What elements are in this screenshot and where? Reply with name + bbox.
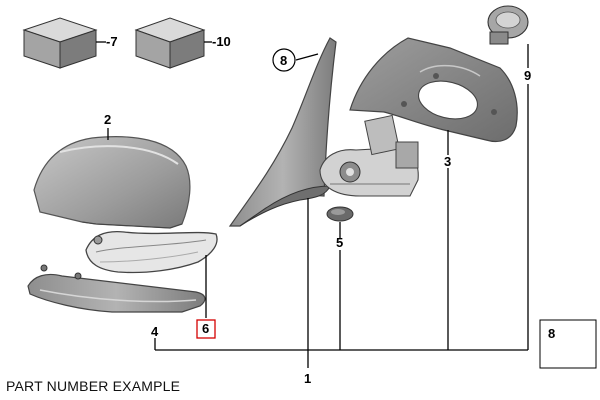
callout-9: 9	[524, 68, 531, 83]
callout-2: 2	[104, 112, 111, 127]
callout-4: 4	[151, 324, 159, 339]
part-4-lower-trim	[27, 264, 206, 313]
leader-lines	[96, 41, 529, 368]
callout-10: -10	[212, 34, 231, 49]
part-5-round-cap	[326, 206, 354, 222]
part-10-kit-box	[134, 17, 206, 69]
callout-7: -7	[106, 34, 118, 49]
callout-6-highlight-box	[196, 319, 216, 339]
part-6-turn-signal	[85, 230, 218, 274]
part-9-actuator	[487, 5, 529, 45]
callout-8-circled: 8	[280, 53, 287, 68]
callout-8-box	[539, 319, 597, 369]
callout-1: 1	[304, 371, 311, 386]
callout-5: 5	[336, 235, 343, 250]
callout-8-circle	[272, 48, 296, 72]
part-2-mirror-cap	[33, 136, 191, 229]
callout-6: 6	[202, 321, 209, 336]
part-7-kit-box	[22, 17, 98, 69]
caption: PART NUMBER EXAMPLE	[6, 378, 181, 394]
callout-3: 3	[444, 154, 451, 169]
part-1-mirror-arm	[228, 37, 337, 227]
mirror-motor-assembly	[319, 114, 419, 197]
callout-8-boxed: 8	[548, 326, 555, 341]
part-3-housing-frame	[349, 37, 518, 143]
